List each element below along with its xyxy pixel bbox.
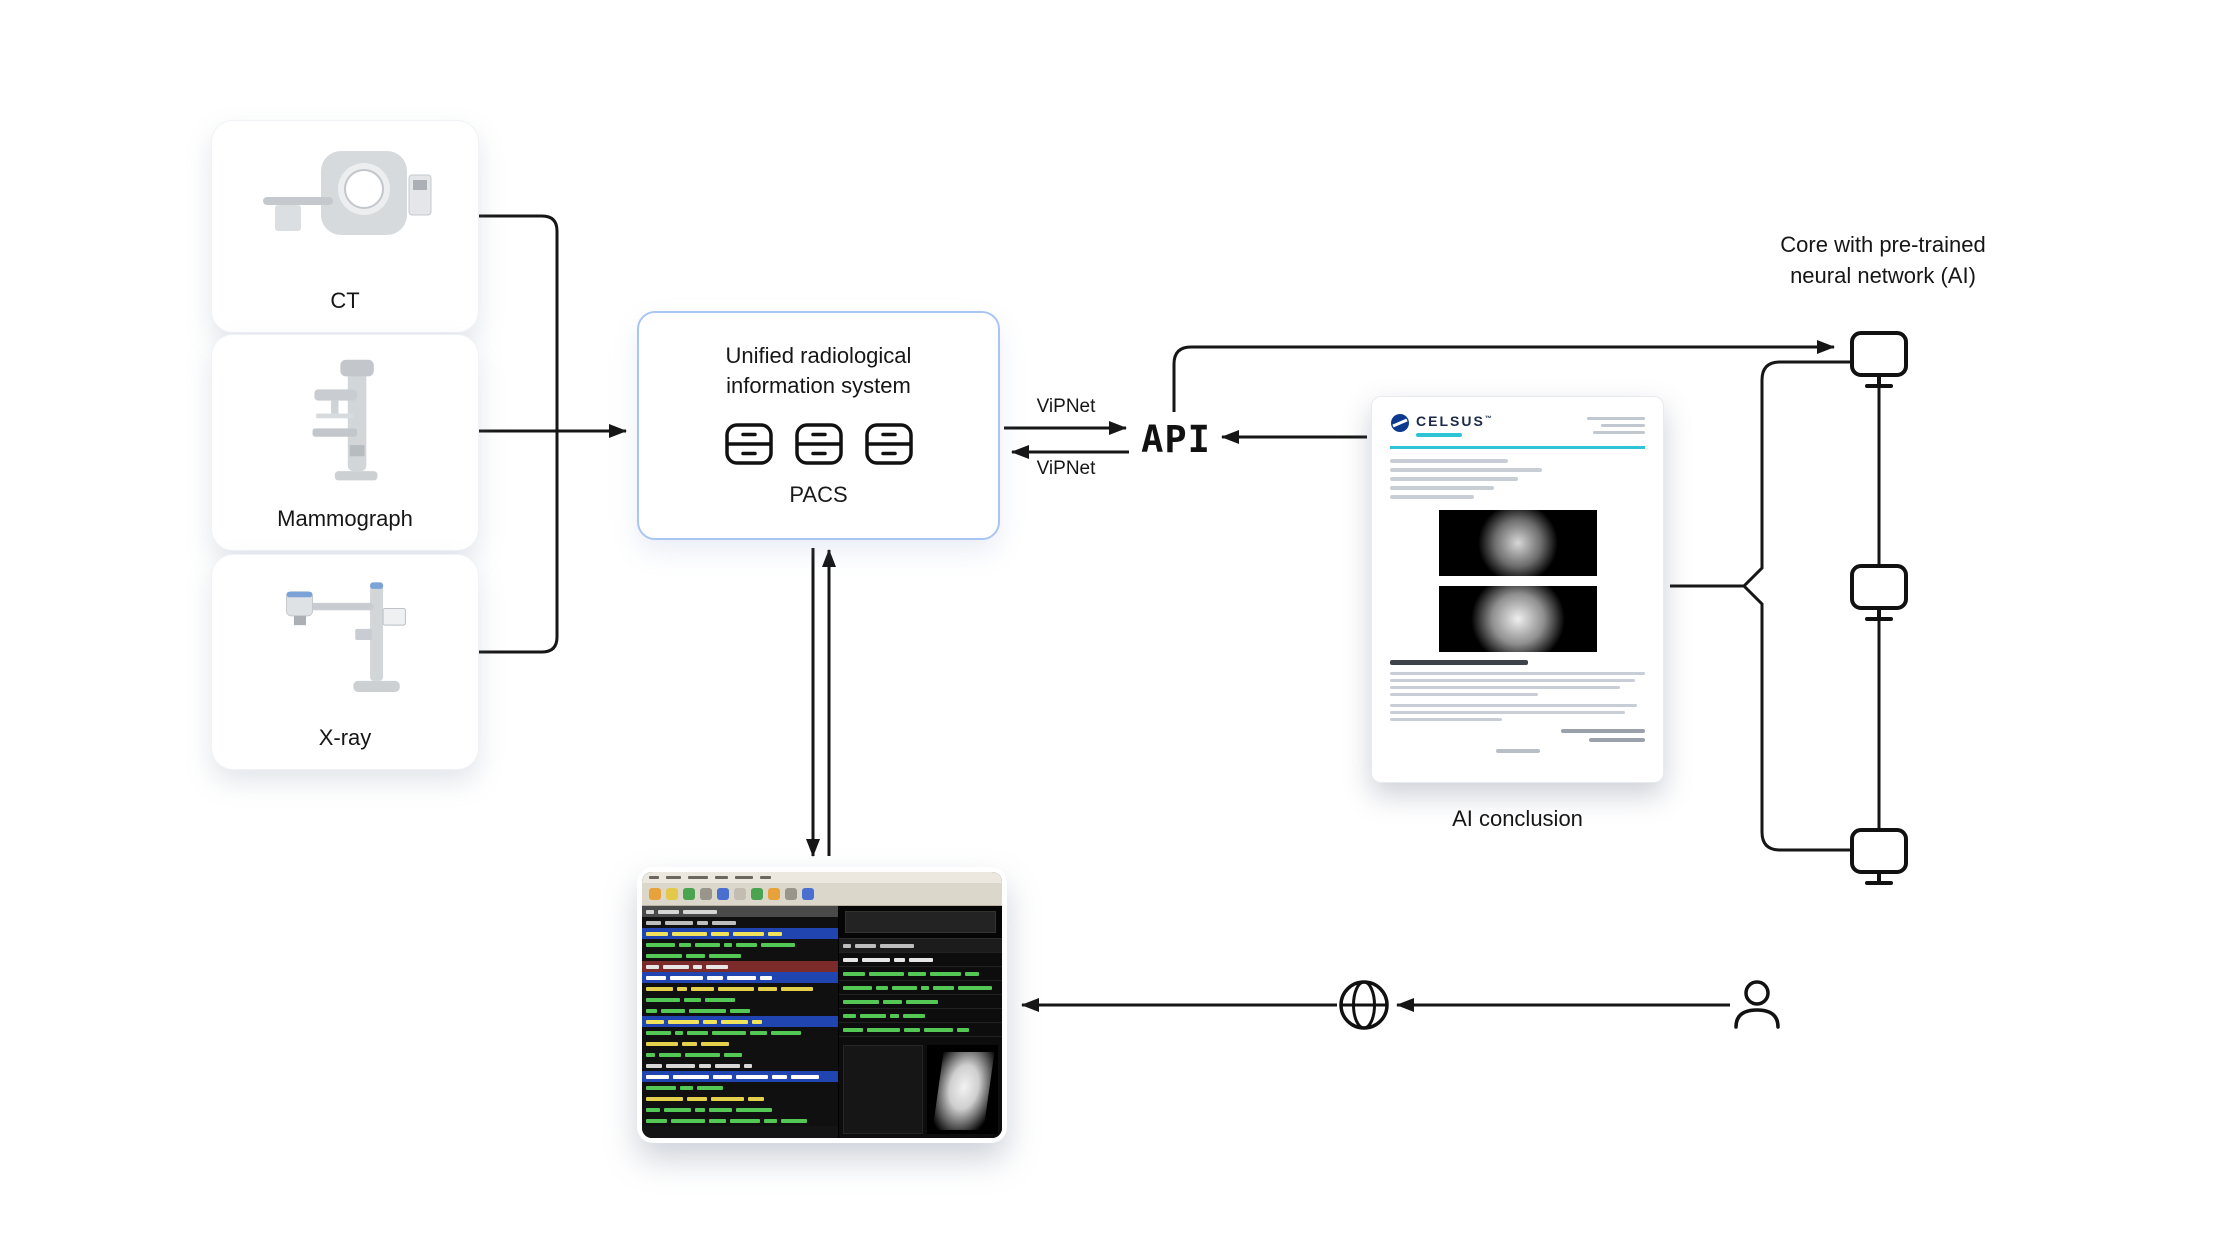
pacs-label: PACS [789, 482, 848, 508]
xray-card: X-ray [211, 554, 479, 770]
xray-machine-image [212, 555, 478, 725]
monitor-icon-bottom [1850, 828, 1908, 885]
ct-card: CT [211, 120, 479, 333]
workstation-empty-panel [843, 1045, 923, 1134]
workstation-menubar [642, 872, 1002, 883]
mammogram-image [1438, 586, 1597, 652]
drawer-icon [724, 423, 773, 466]
report-patient-info-skeleton [1390, 459, 1645, 499]
ai-conclusion-caption: AI conclusion [1452, 806, 1583, 831]
mammograph-image [212, 335, 478, 506]
report-images [1390, 510, 1645, 652]
pacs-storage-icons [724, 422, 914, 466]
pacs-box: Unified radiological information system [637, 311, 1000, 540]
report-footer-skeleton [1390, 749, 1645, 753]
workstation-screenshot [637, 867, 1007, 1143]
globe-icon [1339, 980, 1389, 1030]
report-signature-skeleton [1390, 729, 1645, 742]
celsus-brand-name: CELSUS™ [1416, 413, 1492, 429]
xray-thumbnail [926, 1045, 998, 1134]
report-paragraph-skeleton [1390, 672, 1645, 696]
drawer-icon [794, 423, 843, 466]
mammogram-image [1438, 510, 1597, 576]
report-paragraph-skeleton [1390, 704, 1645, 721]
vipnet-label-bottom: ViPNet [1036, 458, 1096, 479]
workstation-study-list [642, 906, 839, 1138]
workstation-toolbar [642, 883, 1002, 906]
core-label: Core with pre-trained neural network (AI… [1780, 232, 1986, 288]
ai-report-card: CELSUS™ [1371, 396, 1664, 783]
xray-label: X-ray [318, 725, 372, 750]
workstation-series-table [839, 938, 1002, 1041]
ct-scanner-image [212, 121, 478, 288]
drawer-icon [864, 423, 913, 466]
pacs-title: Unified radiological information system [725, 343, 912, 398]
report-accent-rule [1390, 446, 1645, 449]
vipnet-label-top: ViPNet [1036, 396, 1096, 417]
monitor-icon-middle [1850, 564, 1908, 621]
report-subtitle-line [1416, 433, 1462, 437]
workstation-filmstrip [839, 906, 1002, 938]
celsus-logo-icon [1391, 414, 1409, 432]
api-label: API [1141, 418, 1211, 461]
person-icon [1734, 980, 1780, 1029]
report-meta-lines [1587, 413, 1645, 437]
mammograph-card: Mammograph [211, 334, 479, 551]
report-heading-skeleton [1390, 660, 1528, 665]
monitor-icon-top [1850, 331, 1908, 388]
ct-label: CT [330, 288, 360, 313]
celsus-brand: CELSUS™ [1390, 413, 1492, 437]
mammograph-label: Mammograph [277, 506, 413, 531]
